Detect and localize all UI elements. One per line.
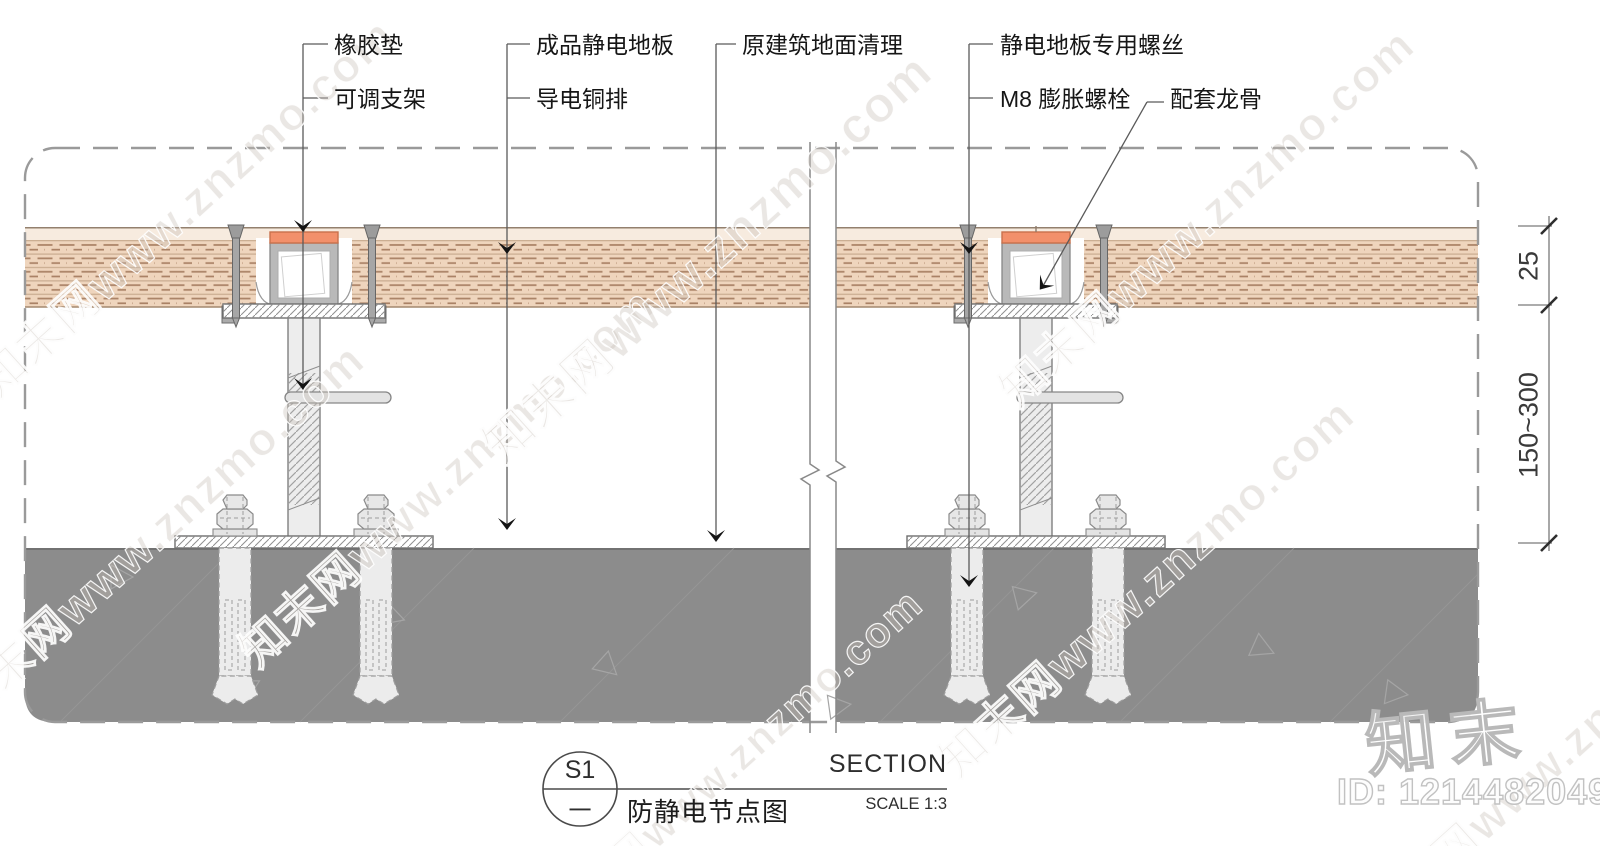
raised-floor-band-right (836, 226, 1478, 308)
raised-floor-band-left (25, 226, 810, 308)
dimension-string (1518, 216, 1558, 552)
detail-boundary (23, 146, 1480, 724)
leader-lines (302, 43, 1164, 585)
break-lines (799, 142, 847, 733)
title-block-graphics (542, 751, 947, 827)
